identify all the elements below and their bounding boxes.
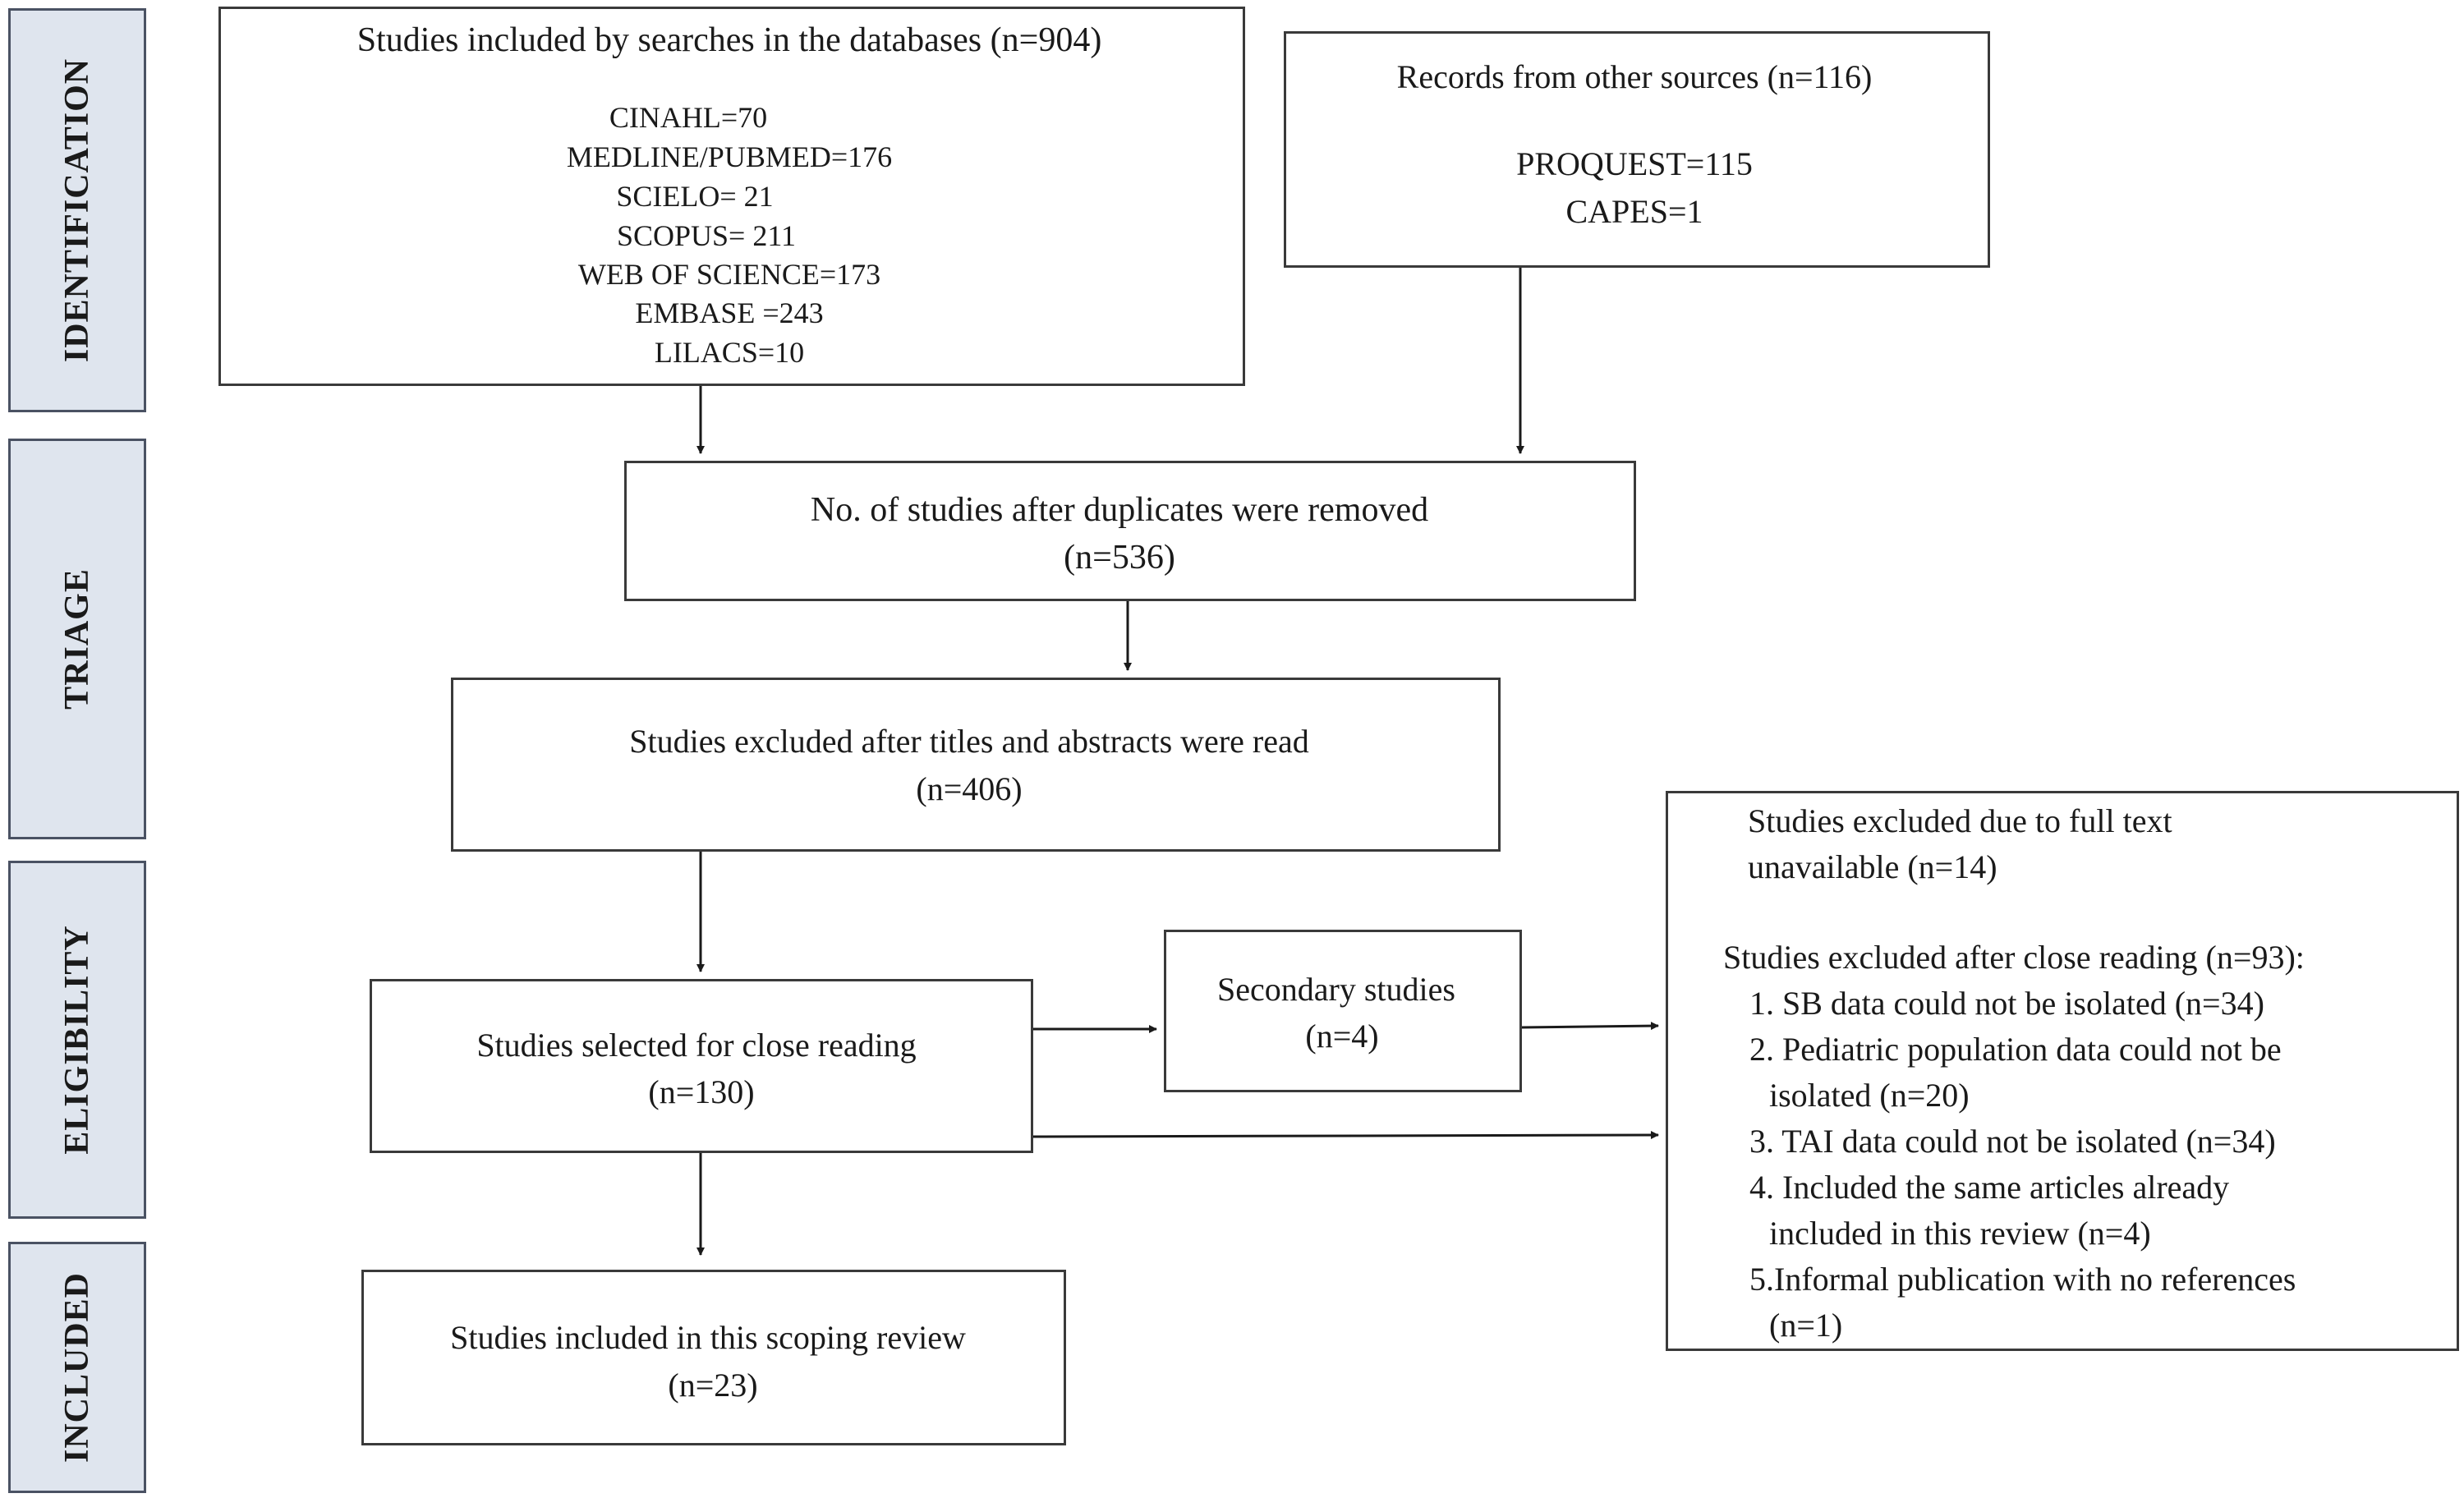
- database-item: CINAHL=70: [609, 101, 768, 134]
- titles-abstracts-box: [451, 678, 1501, 852]
- exclusion-full-text-count: unavailable (n=14): [1748, 848, 1997, 885]
- arrow-close-reading-to-exclusions: [1032, 1131, 1659, 1140]
- exclusion-close-reading-title: Studies excluded after close reading (n=…: [1723, 939, 2305, 976]
- secondary-studies-label: Secondary studies: [1217, 971, 1455, 1008]
- other-sources-title: Records from other sources (n=116): [1396, 58, 1873, 95]
- exclusion-reason: 4. Included the same articles already: [1749, 1169, 2230, 1206]
- other-source-item: CAPES=1: [1565, 193, 1703, 230]
- other-source-item: PROQUEST=115: [1516, 145, 1753, 182]
- exclusion-reason: 2. Pediatric population data could not b…: [1749, 1031, 2282, 1068]
- included-studies-label: Studies included in this scoping review: [450, 1319, 966, 1356]
- exclusions-box: [1666, 791, 2459, 1351]
- exclusion-reason: 3. TAI data could not be isolated (n=34): [1749, 1123, 2276, 1160]
- exclusion-reason: 5.Informal publication with no reference…: [1749, 1261, 2296, 1298]
- phase-identification: IDENTIFICATION: [8, 8, 146, 412]
- close-reading-box: [370, 979, 1033, 1153]
- duplicates-removed-box: [624, 461, 1636, 601]
- database-search-title: Studies included by searches in the data…: [356, 21, 1102, 59]
- phase-triage: TRIAGE: [8, 439, 146, 839]
- database-item: SCOPUS= 211: [616, 219, 797, 252]
- exclusion-reason: (n=1): [1769, 1307, 1843, 1344]
- exclusion-reason: included in this review (n=4): [1769, 1215, 2151, 1252]
- included-studies-box: [361, 1270, 1066, 1445]
- secondary-studies-box: [1164, 930, 1522, 1092]
- close-reading-label: Studies selected for close reading: [476, 1027, 917, 1064]
- titles-abstracts-count: (n=406): [916, 770, 1023, 807]
- exclusion-full-text: Studies excluded due to full text: [1748, 802, 2172, 839]
- secondary-studies-count: (n=4): [1305, 1018, 1379, 1055]
- database-item: LILACS=10: [654, 336, 805, 369]
- phase-included: INCLUDED: [8, 1242, 146, 1493]
- other-sources-box: [1284, 31, 1990, 268]
- included-studies-count: (n=23): [668, 1367, 758, 1404]
- database-item: EMBASE =243: [635, 296, 824, 329]
- exclusion-reason: isolated (n=20): [1769, 1077, 1970, 1114]
- database-item: WEB OF SCIENCE=173: [577, 258, 881, 291]
- phase-eligibility: ELIGIBILITY: [8, 861, 146, 1219]
- database-item: SCIELO= 21: [616, 180, 774, 213]
- database-search-box: [218, 7, 1245, 386]
- duplicates-removed-count: (n=536): [1064, 539, 1175, 577]
- database-item: MEDLINE/PUBMED=176: [566, 140, 893, 173]
- titles-abstracts-label: Studies excluded after titles and abstra…: [629, 723, 1309, 760]
- close-reading-count: (n=130): [648, 1073, 755, 1110]
- arrow-secondary-to-exclusions: [1521, 1022, 1659, 1031]
- exclusion-reason: 1. SB data could not be isolated (n=34): [1749, 985, 2264, 1022]
- duplicates-removed-label: No. of studies after duplicates were rem…: [810, 491, 1429, 529]
